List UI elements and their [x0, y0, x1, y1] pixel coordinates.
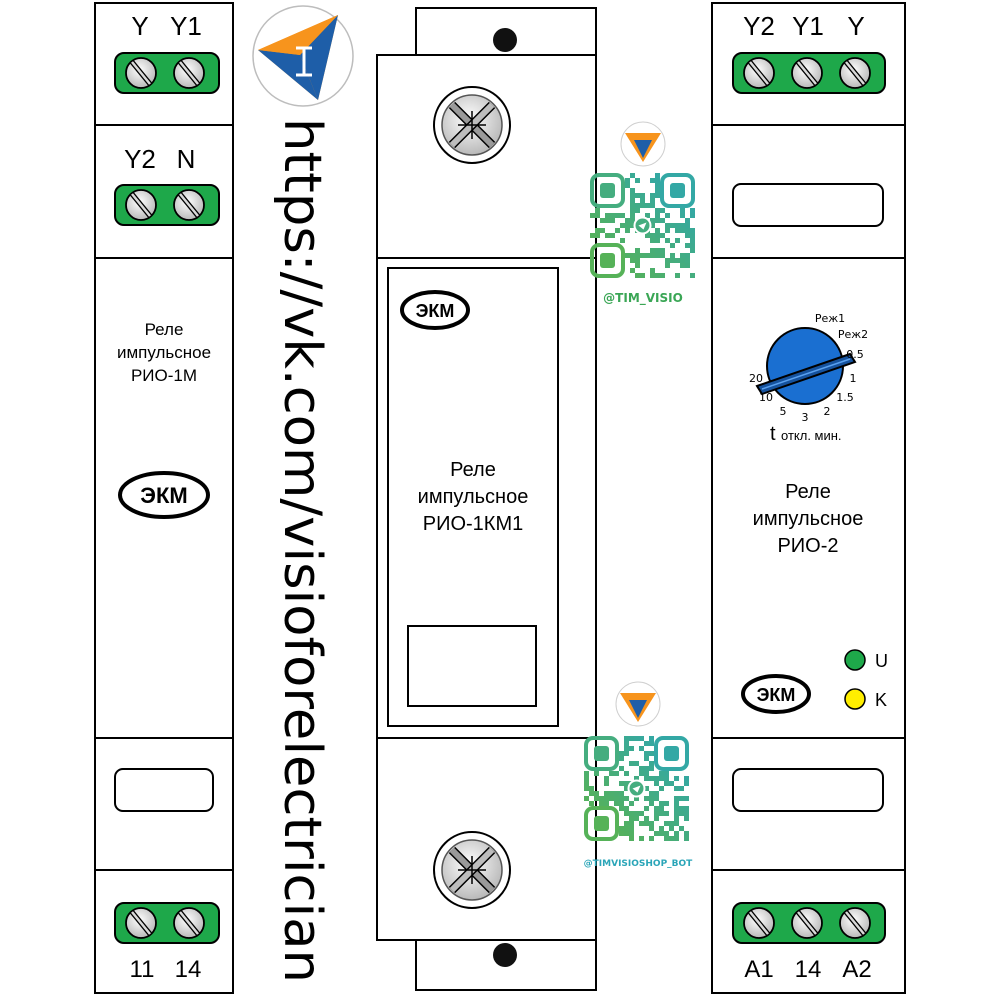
left-top-terminal-label-2: Y1	[170, 11, 202, 41]
center-title-line-1: Реле	[450, 459, 496, 481]
left-mid-terminal-label-2: N	[177, 144, 196, 174]
center-top-screw	[433, 86, 511, 164]
right-lower-label-window	[732, 768, 884, 812]
center-device: ЭКМ Реле импульсное РИО-1КМ1	[376, 7, 597, 991]
right-upper-label-window	[732, 183, 884, 227]
qr-top-caption: @TIM_VISIO	[603, 291, 683, 306]
mounting-screw-icon	[433, 86, 511, 164]
right-bottom-terminal-label-3: A2	[842, 956, 871, 983]
terminal-screw-icon	[839, 907, 871, 939]
left-label-window	[114, 768, 214, 812]
terminal-screw-icon	[173, 907, 205, 939]
qr-code-bottom	[584, 736, 689, 841]
terminal-screw-icon	[125, 907, 157, 939]
right-bottom-terminal-label-1: A1	[744, 956, 773, 983]
left-mid-terminal-block	[114, 184, 220, 226]
left-top-terminal-label-1: Y	[131, 11, 148, 41]
dial-label-3: 3	[802, 411, 809, 424]
terminal-screw-icon	[743, 907, 775, 939]
left-title-line-1: Реле	[145, 320, 184, 339]
terminal-screw-icon	[173, 57, 205, 89]
left-brand-logo: ЭКМ	[118, 471, 210, 519]
terminal-screw-icon	[125, 57, 157, 89]
dial-label-mode1: Реж1	[815, 312, 845, 325]
mounting-screw-icon	[433, 831, 511, 909]
terminal-screw-icon	[173, 189, 205, 221]
dial-caption-sub: откл. мин.	[781, 428, 842, 443]
right-top-terminal-label-1: Y2	[743, 11, 775, 41]
center-brand-logo: ЭКМ	[400, 290, 470, 330]
center-top-latch-hole	[493, 28, 517, 52]
terminal-screw-icon	[791, 907, 823, 939]
dial-label-1: 1	[850, 372, 857, 385]
dial-label-1-5: 1.5	[836, 391, 854, 404]
center-title-line-2: импульсное	[418, 486, 529, 508]
left-mid-terminal-label-1: Y2	[124, 144, 156, 174]
svg-text:ЭКМ: ЭКМ	[416, 301, 455, 321]
terminal-screw-icon	[125, 189, 157, 221]
time-setting-dial[interactable]	[755, 327, 857, 405]
terminal-screw-icon	[839, 57, 871, 89]
right-top-terminal-block	[732, 52, 886, 94]
indicator-u-led	[844, 649, 866, 671]
left-top-terminal-block	[114, 52, 220, 94]
right-brand-logo: ЭКМ	[741, 674, 811, 714]
right-top-terminal-label-2: Y1	[792, 11, 824, 41]
center-bottom-screw	[433, 831, 511, 909]
right-bottom-terminal-block	[732, 902, 886, 944]
qr-bottom-logo-icon	[615, 681, 661, 727]
dial-label-20: 20	[749, 372, 763, 385]
center-title-line-3: РИО-1КМ1	[423, 513, 524, 535]
right-device: Y2 Y1 Y Реж1 Реж2 0.5 1 1.5 2 3 5 10 20 …	[711, 2, 906, 994]
left-title-line-3: РИО-1М	[131, 366, 197, 385]
right-title-line-3: РИО-2	[777, 535, 838, 557]
dial-label-2: 2	[824, 405, 831, 418]
dial-label-10: 10	[759, 391, 773, 404]
indicator-u-label: U	[875, 651, 888, 671]
center-bottom-latch-hole	[493, 943, 517, 967]
right-top-terminal-label-3: Y	[847, 11, 864, 41]
left-title-line-2: импульсное	[117, 343, 211, 362]
center-label-window	[407, 625, 537, 707]
qr-bottom-caption: @TIMVISIOSHOP_BOT	[584, 859, 694, 869]
svg-text:ЭКМ: ЭКМ	[757, 685, 796, 705]
indicator-k-led	[844, 688, 866, 710]
terminal-screw-icon	[743, 57, 775, 89]
visio-logo-icon	[252, 5, 354, 107]
left-bottom-terminal-block	[114, 902, 220, 944]
dial-label-0-5: 0.5	[846, 348, 864, 361]
dial-label-mode2: Реж2	[838, 328, 868, 341]
right-bottom-terminal-label-2: 14	[795, 956, 822, 983]
svg-text:ЭКМ: ЭКМ	[140, 483, 187, 508]
right-title-line-2: импульсное	[753, 508, 864, 530]
left-device: Y Y1 Y2 N Реле импульсное РИО-1М ЭКМ 11 …	[94, 2, 234, 994]
dial-caption-main: t	[770, 423, 776, 445]
vertical-url-text: https://vk.com/visioforelectrician	[272, 118, 332, 983]
left-bottom-terminal-label-1: 11	[130, 956, 155, 983]
terminal-screw-icon	[791, 57, 823, 89]
left-bottom-terminal-label-2: 14	[175, 956, 202, 983]
qr-top-logo-icon	[620, 121, 666, 167]
right-title-line-1: Реле	[785, 481, 831, 503]
qr-code-top	[590, 173, 695, 278]
indicator-k-label: K	[875, 690, 887, 710]
dial-label-5: 5	[780, 405, 787, 418]
